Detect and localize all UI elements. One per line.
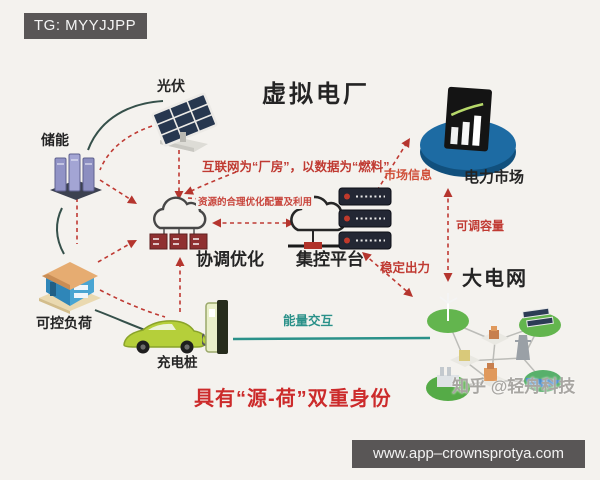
arrow-load-to-cloud: [97, 241, 134, 263]
arrow-platform-grid: [363, 253, 412, 296]
platform-icon: [286, 186, 394, 258]
platform-label: 集控平台: [296, 250, 364, 269]
storage-icon: [46, 146, 104, 204]
charging-pillar-icon: [202, 298, 234, 358]
tg-badge: TG: MYYJJPP: [24, 13, 147, 39]
energy-interaction-label: 能量交互: [283, 314, 334, 328]
solar-panel-icon: [146, 88, 224, 154]
url-badge: www.app–crownsprotya.com: [352, 440, 585, 468]
ev-car-icon: [118, 314, 210, 358]
slogan: 具有“源-荷”双重身份: [194, 388, 392, 410]
load-house-icon: [38, 254, 102, 314]
stable-output-label: 稳定出力: [380, 261, 431, 275]
market-label: 电力市场: [464, 169, 525, 186]
energy-interaction-line: [232, 336, 431, 341]
curve-storage-solar: [87, 100, 164, 151]
storage-label: 储能: [41, 132, 69, 148]
coordination-cloud-icon: [146, 190, 212, 254]
watermark: 知乎 @轻舟科技: [452, 377, 576, 396]
page-title: 虚拟电厂: [262, 81, 370, 108]
solar-label: 光伏: [157, 78, 185, 94]
ring-arc-bottom: [99, 289, 166, 318]
grid-label: 大电网: [462, 268, 528, 290]
adjustable-capacity-label: 可调容量: [456, 219, 505, 233]
curve-storage-load: [56, 207, 65, 255]
charger-label: 充电桩: [157, 355, 198, 370]
grid-network-icon: [403, 283, 581, 405]
ring-arc-top: [99, 125, 153, 171]
resource-caption: 资源的合理优化配置及利用: [196, 193, 315, 209]
market-icon: [416, 86, 520, 186]
arrow-caption-to-cloud: [186, 171, 237, 194]
market-info-label: 市场信息: [384, 168, 433, 182]
coordination-label: 协调优化: [196, 250, 264, 269]
internet-caption: 互联网为“厂房”，以数据为“燃料”: [202, 160, 390, 174]
load-label: 可控负荷: [36, 315, 92, 331]
arrow-storage-to-cloud: [99, 179, 134, 202]
